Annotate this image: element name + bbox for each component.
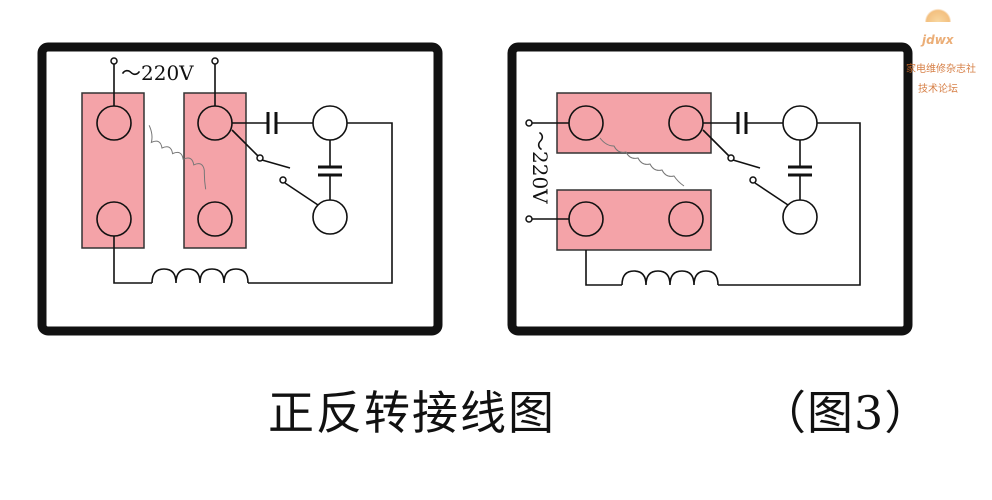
left-motor-terminal-bottom: [312, 199, 348, 235]
right-motor-terminal-top: [782, 105, 818, 141]
right-return-wire: [718, 122, 861, 286]
diagram-title: 正反转接线图: [268, 386, 556, 440]
left-switch-to-motor: [284, 182, 319, 206]
right-terminal-block-1: [556, 92, 712, 154]
left-return-wire-2: [113, 236, 152, 284]
right-power-terminal-1: [525, 119, 533, 127]
right-internal-winding: [599, 137, 685, 187]
right-switch-to-motor: [754, 182, 789, 206]
left-terminal-block-1: [81, 92, 145, 249]
right-terminal-block-2: [556, 189, 712, 251]
watermark-sun-icon: [925, 8, 951, 22]
left-internal-winding: [148, 125, 207, 190]
left-panel-frame: [37, 42, 443, 336]
watermark-logo: jdwx: [922, 33, 954, 47]
figure-number: （图3）: [760, 386, 932, 440]
left-main-winding-coil: [151, 268, 249, 284]
right-main-winding-coil: [621, 270, 719, 286]
left-return-wire: [248, 122, 393, 284]
watermark-line-1: 家电维修杂志社: [906, 64, 976, 75]
right-return-wire-2: [585, 250, 622, 286]
left-switch-contact-2: [279, 176, 287, 184]
left-voltage-label: ～220V: [121, 61, 194, 85]
left-power-terminal-1: [110, 57, 118, 65]
right-switch-contact-1: [727, 154, 735, 162]
left-panel: ～220V: [37, 42, 443, 336]
right-panel: ～220V: [507, 42, 913, 336]
right-motor-terminal-bottom: [782, 199, 818, 235]
watermark-line-2: 技术论坛: [918, 84, 958, 95]
left-switch-contact-1: [256, 154, 264, 162]
left-terminal-block-2: [183, 92, 247, 249]
right-switch-blade: [732, 159, 761, 169]
left-switch-blade: [261, 159, 291, 169]
right-terminal-v2: [668, 201, 704, 237]
right-power-terminal-2: [525, 215, 533, 223]
left-switch-lead: [231, 129, 259, 157]
right-panel-frame: [507, 42, 913, 336]
left-power-terminal-2: [211, 57, 219, 65]
left-terminal-v2: [197, 201, 233, 237]
left-motor-terminal-top: [312, 105, 348, 141]
right-voltage-label: ～220V: [528, 131, 552, 204]
right-switch-lead: [702, 129, 730, 157]
right-switch-contact-2: [749, 176, 757, 184]
